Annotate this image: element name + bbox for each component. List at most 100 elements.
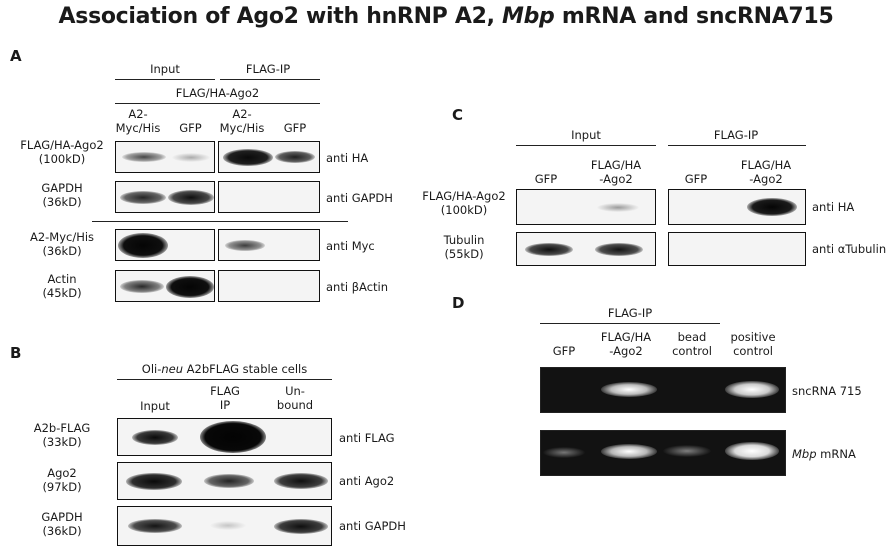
panel-a-blot-gapdh-ip bbox=[218, 181, 320, 213]
panel-b-row1-label: A2b-FLAG(33kD) bbox=[33, 421, 91, 449]
panel-d-group-ip: FLAG-IP bbox=[607, 306, 653, 320]
panel-c-blot-ha-input bbox=[516, 189, 656, 225]
panel-a-blot-myc-ip bbox=[218, 229, 320, 261]
gel-band bbox=[725, 381, 779, 398]
panel-d-label-sncrna: sncRNA 715 bbox=[792, 384, 862, 398]
band bbox=[597, 203, 639, 212]
panel-c-blot-tubulin-input bbox=[516, 232, 656, 266]
gel-band bbox=[725, 442, 779, 460]
gel-band bbox=[663, 445, 711, 457]
title-part-1: Association of Ago2 with hnRNP A2, bbox=[58, 4, 503, 29]
panel-a-transfection-bracket bbox=[115, 103, 320, 104]
panel-b-row2-label: Ago2(97kD) bbox=[42, 466, 82, 494]
panel-a-lane-a2-ip: A2-Myc/His bbox=[219, 107, 265, 135]
panel-b-row3-label: GAPDH(36kD) bbox=[41, 510, 83, 538]
panel-c-row2-label: Tubulin(55kD) bbox=[443, 233, 485, 261]
panel-c-input-bracket bbox=[516, 145, 656, 146]
panel-a-blot-actin-ip bbox=[218, 270, 320, 302]
band bbox=[275, 151, 315, 163]
panel-a-blot-myc-input bbox=[115, 229, 215, 261]
band bbox=[172, 153, 210, 162]
band bbox=[120, 191, 166, 204]
panel-c-antibody-ha: anti HA bbox=[812, 200, 855, 214]
gel-band bbox=[543, 447, 585, 458]
panel-c-group-ip: FLAG-IP bbox=[713, 128, 759, 142]
panel-c-row1-label: FLAG/HA-Ago2(100kD) bbox=[422, 189, 506, 217]
panel-a-row3-label: A2-Myc/His(36kD) bbox=[29, 230, 95, 258]
panel-c-ip-bracket bbox=[668, 145, 806, 146]
panel-a-lane-gfp-input: GFP bbox=[179, 121, 202, 135]
band bbox=[166, 276, 214, 298]
panel-a-transfection: FLAG/HA-Ago2 bbox=[175, 86, 260, 100]
panel-a-divider bbox=[92, 221, 348, 222]
panel-b-antibody-ago2: anti Ago2 bbox=[339, 474, 395, 488]
panel-c-blot-tubulin-ip bbox=[668, 232, 806, 266]
band bbox=[223, 149, 273, 166]
panel-c-group-input: Input bbox=[571, 128, 601, 142]
panel-a-blot-ha-input bbox=[115, 141, 215, 173]
panel-c-antibody-tubulin: anti αTubulin bbox=[812, 242, 887, 256]
gel-band bbox=[601, 382, 657, 397]
panel-d-label-mbp: Mbp mRNA bbox=[792, 447, 856, 461]
gel-band bbox=[601, 444, 657, 459]
panel-a-letter: A bbox=[10, 47, 22, 65]
panel-a-group-ip: FLAG-IP bbox=[245, 62, 291, 76]
band bbox=[132, 430, 178, 445]
panel-b-lane-unbound: Un-bound bbox=[276, 384, 314, 412]
band bbox=[118, 233, 168, 258]
panel-c-lane-gfp-ip: GFP bbox=[684, 172, 708, 186]
panel-a-lane-a2-input: A2-Myc/His bbox=[115, 107, 161, 135]
panel-b-lane-input: Input bbox=[140, 399, 170, 413]
panel-a-row1-label: FLAG/HA-Ago2(100kD) bbox=[20, 138, 104, 166]
panel-b-blot-ago2 bbox=[117, 462, 332, 500]
figure-title: Association of Ago2 with hnRNP A2, Mbp m… bbox=[0, 4, 892, 29]
panel-d-lane-gfp: GFP bbox=[552, 344, 576, 358]
panel-b-header-bracket bbox=[117, 379, 332, 380]
panel-d-lane-ago: FLAG/HA-Ago2 bbox=[600, 330, 652, 358]
panel-c-lane-gfp-input: GFP bbox=[534, 172, 558, 186]
band bbox=[126, 473, 182, 490]
panel-a-antibody-ha: anti HA bbox=[326, 151, 369, 165]
band bbox=[210, 521, 246, 530]
panel-a-blot-gapdh-input bbox=[115, 181, 215, 213]
band bbox=[595, 243, 643, 256]
title-italic-mbp: Mbp bbox=[502, 4, 555, 29]
band bbox=[225, 240, 265, 251]
panel-d-ip-bracket bbox=[540, 323, 720, 324]
panel-d-gel-mbp bbox=[540, 430, 786, 476]
panel-a-lane-gfp-ip: GFP bbox=[283, 121, 307, 135]
panel-a-group-input: Input bbox=[150, 62, 180, 76]
band bbox=[200, 421, 266, 453]
panel-a-row4-label: Actin(45kD) bbox=[42, 272, 82, 300]
band bbox=[168, 190, 214, 205]
panel-c-lane-ago-ip: FLAG/HA-Ago2 bbox=[740, 158, 792, 186]
title-part-2: mRNA and sncRNA715 bbox=[554, 4, 834, 29]
band bbox=[274, 473, 328, 489]
panel-b-antibody-flag: anti FLAG bbox=[339, 431, 395, 445]
panel-a-antibody-gapdh: anti GAPDH bbox=[326, 191, 393, 205]
panel-a-blot-ha-ip bbox=[218, 141, 320, 173]
panel-d-letter: D bbox=[452, 294, 465, 312]
panel-a-ip-bracket bbox=[220, 79, 320, 80]
panel-a-row2-label: GAPDH(36kD) bbox=[41, 181, 83, 209]
band bbox=[128, 519, 182, 533]
panel-a-blot-actin-input bbox=[115, 270, 215, 302]
band bbox=[120, 280, 164, 293]
panel-b-antibody-gapdh: anti GAPDH bbox=[339, 519, 406, 533]
panel-a-input-bracket bbox=[115, 79, 215, 80]
panel-b-blot-gapdh bbox=[117, 506, 332, 546]
band bbox=[525, 243, 573, 256]
band bbox=[122, 152, 166, 162]
panel-c-blot-ha-ip bbox=[668, 189, 806, 225]
panel-c-letter: C bbox=[452, 106, 464, 124]
panel-b-blot-flag bbox=[117, 418, 332, 456]
band bbox=[274, 519, 328, 534]
panel-d-gel-sncrna bbox=[540, 367, 786, 413]
panel-b-letter: B bbox=[10, 344, 22, 362]
panel-a-antibody-actin: anti βActin bbox=[326, 280, 389, 294]
band bbox=[747, 198, 797, 216]
panel-c-lane-ago-input: FLAG/HA-Ago2 bbox=[590, 158, 642, 186]
